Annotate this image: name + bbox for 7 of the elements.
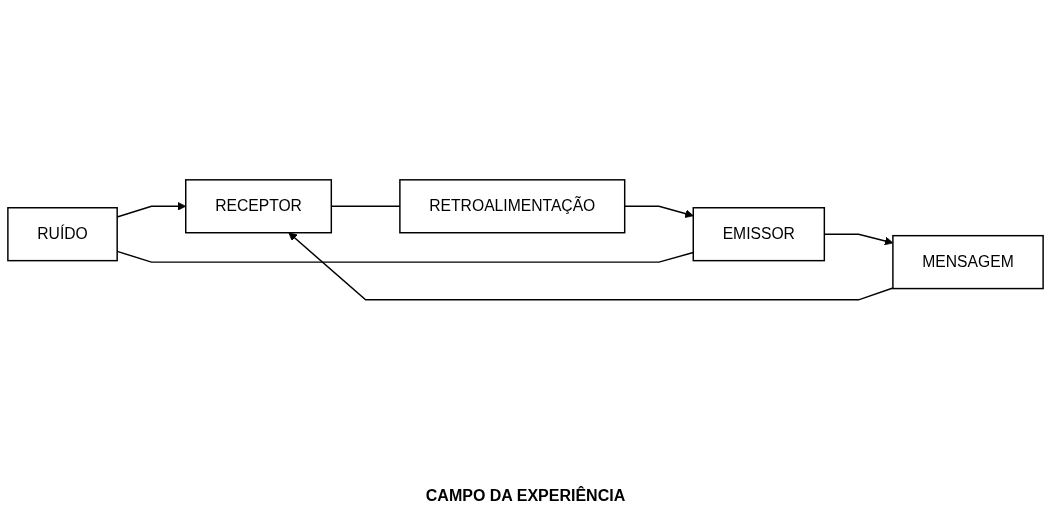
- node-box: RUÍDO: [7, 206, 118, 262]
- caption: CAMPO DA EXPERIÊNCIA: [425, 487, 626, 505]
- node-box: RECEPTOR: [185, 178, 333, 234]
- node-box: MENSAGEM: [892, 234, 1044, 289]
- arrow: [288, 232, 894, 301]
- node-box: RETROALIMENTAÇÃO: [399, 178, 626, 234]
- node-box: EMISSOR: [692, 206, 826, 262]
